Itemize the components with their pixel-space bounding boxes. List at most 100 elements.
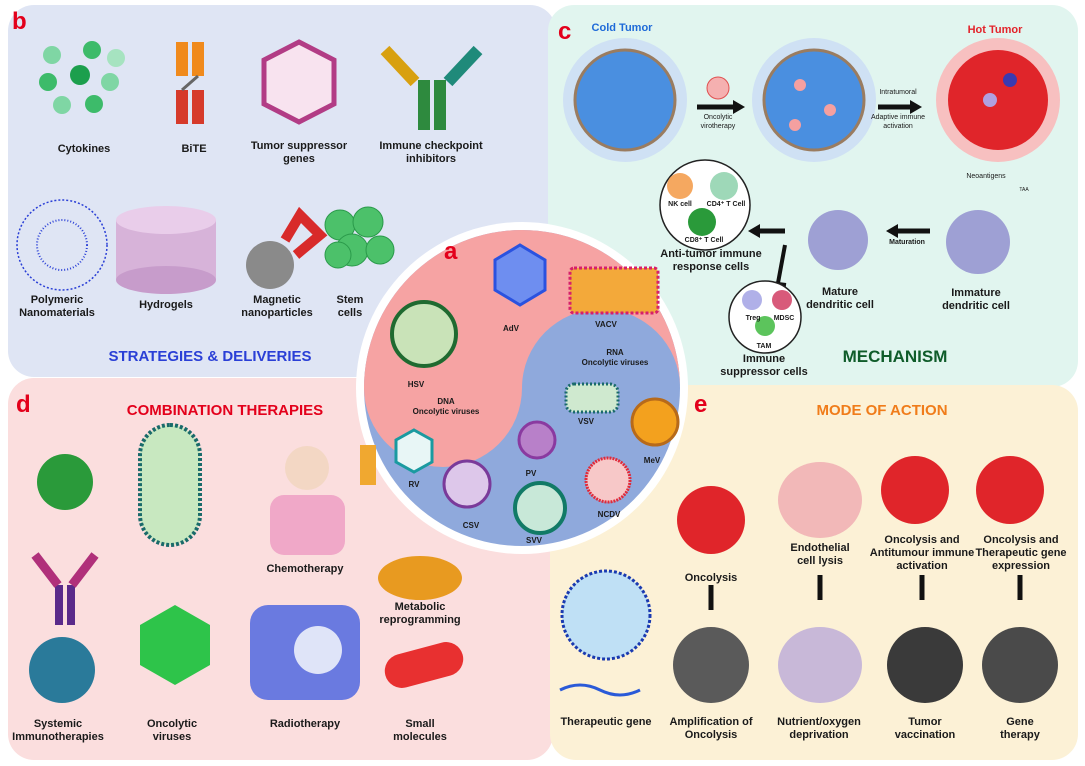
label-line: genes xyxy=(283,153,315,165)
vacv-icon xyxy=(568,266,660,315)
adv-label: AdV xyxy=(503,324,519,333)
panel-b-letter: b xyxy=(12,8,27,35)
label-line: molecules xyxy=(393,731,447,743)
immune-activation-tumor-icon xyxy=(881,456,949,524)
damaged-vessel-icon xyxy=(778,627,862,703)
hot-tumor-label: Hot Tumor xyxy=(967,24,1023,36)
neoantigens-label: Neoantigens xyxy=(966,173,1006,180)
label-line: Oncolysis and xyxy=(983,534,1059,546)
blood-vessel-icon xyxy=(778,462,862,538)
label-line: Nutrient/oxygen xyxy=(777,716,861,728)
label-line: Immune checkpoint xyxy=(379,140,483,152)
mature-dendritic-cell-icon xyxy=(808,210,868,270)
treg-label: Treg xyxy=(745,315,761,322)
cold-tumor-label: Cold Tumor xyxy=(591,22,653,34)
label-line: Stem xyxy=(336,294,364,306)
bite-icon xyxy=(176,42,204,124)
label-line: Anti-tumor immune xyxy=(660,248,762,260)
pv-icon xyxy=(517,420,557,460)
vacv-label: VACV xyxy=(595,320,617,329)
mev-label: MeV xyxy=(643,456,661,465)
label-line: suppressor cells xyxy=(720,366,808,378)
label-line: Tumor suppressor xyxy=(250,140,348,152)
rv-icon xyxy=(394,428,434,474)
immature-dendritic-cell-icon xyxy=(946,210,1010,274)
label-line: Tumor xyxy=(908,716,942,728)
polymeric-core-icon xyxy=(36,219,88,271)
cytokines-icon xyxy=(39,41,125,114)
label-line: nanoparticles xyxy=(241,307,313,319)
hsv-icon xyxy=(390,300,458,368)
cd8-label: CD8⁺ T Cell xyxy=(684,237,724,244)
ncdv-icon xyxy=(584,456,632,504)
therapeutic-gene-tumor-icon xyxy=(976,456,1044,524)
patient-chemotherapy-icon xyxy=(270,445,376,555)
label-line: Systemic xyxy=(33,718,83,730)
rv-label: RV xyxy=(408,480,420,489)
tam-label: TAM xyxy=(756,343,772,350)
cd4-t-cell-icon xyxy=(710,172,738,200)
strategies-title: STRATEGIES & DELIVERIES xyxy=(108,348,312,365)
label-line: dendritic cell xyxy=(942,300,1010,312)
chemotherapy-label: Chemotherapy xyxy=(266,563,344,575)
label-line: activation xyxy=(896,560,948,572)
bite-label: BiTE xyxy=(181,143,207,155)
svv-label: SVV xyxy=(525,536,543,545)
label-line: Oncolytic xyxy=(146,718,198,730)
label-line: Small xyxy=(405,718,435,730)
label-line: RNA xyxy=(606,348,624,357)
label-line: Oncolytic xyxy=(703,114,733,121)
cytokines-label: Cytokines xyxy=(57,143,111,155)
stem-cells-icon xyxy=(324,206,395,269)
label-line: cell lysis xyxy=(797,555,843,567)
hot-tumor-icon xyxy=(936,38,1060,162)
cold-tumor-icon xyxy=(563,38,687,162)
vaccinated-tumor-icon xyxy=(887,627,963,703)
label-line: Immature xyxy=(951,287,1001,299)
combination-title: COMBINATION THERAPIES xyxy=(126,402,324,419)
hydrogel-icon xyxy=(116,206,216,294)
therapeutic-gene-label: Therapeutic gene xyxy=(560,716,652,728)
arrow-icon xyxy=(708,575,1023,610)
label-line: Nanomaterials xyxy=(19,307,95,319)
intratumoral-label: Intratumoral xyxy=(879,89,917,96)
label-line: vaccination xyxy=(894,729,956,741)
label-line: expression xyxy=(991,560,1051,572)
csv-label: CSV xyxy=(462,521,480,530)
label-line: Metabolic xyxy=(394,601,446,613)
oncolytic-virus-capsule-icon xyxy=(138,423,202,547)
label-line: cells xyxy=(337,307,363,319)
vsv-label: VSV xyxy=(577,417,595,426)
label-line: Gene xyxy=(1006,716,1034,728)
oncolytic-virus-hexagon-icon xyxy=(140,605,210,685)
label-line: Oncolytic viruses xyxy=(412,407,480,416)
mev-icon xyxy=(630,397,680,447)
nk-cell-icon xyxy=(667,173,693,199)
radiotherapy-label: Radiotherapy xyxy=(269,718,341,730)
oncolysis-tumor-cell-icon xyxy=(677,486,745,554)
label-line: DNA xyxy=(437,397,455,406)
vsv-icon xyxy=(564,382,620,414)
panel-d-letter: d xyxy=(16,391,31,418)
hydrogels-label: Hydrogels xyxy=(139,299,193,311)
lysed-tumor-icon xyxy=(673,627,749,703)
immune-cell-icon xyxy=(37,454,93,510)
adv-icon xyxy=(493,243,547,307)
therapeutic-gene-virus-icon xyxy=(560,569,652,661)
label-line: therapy xyxy=(1000,729,1040,741)
systemic-immunotherapy-cell-icon xyxy=(29,637,95,703)
